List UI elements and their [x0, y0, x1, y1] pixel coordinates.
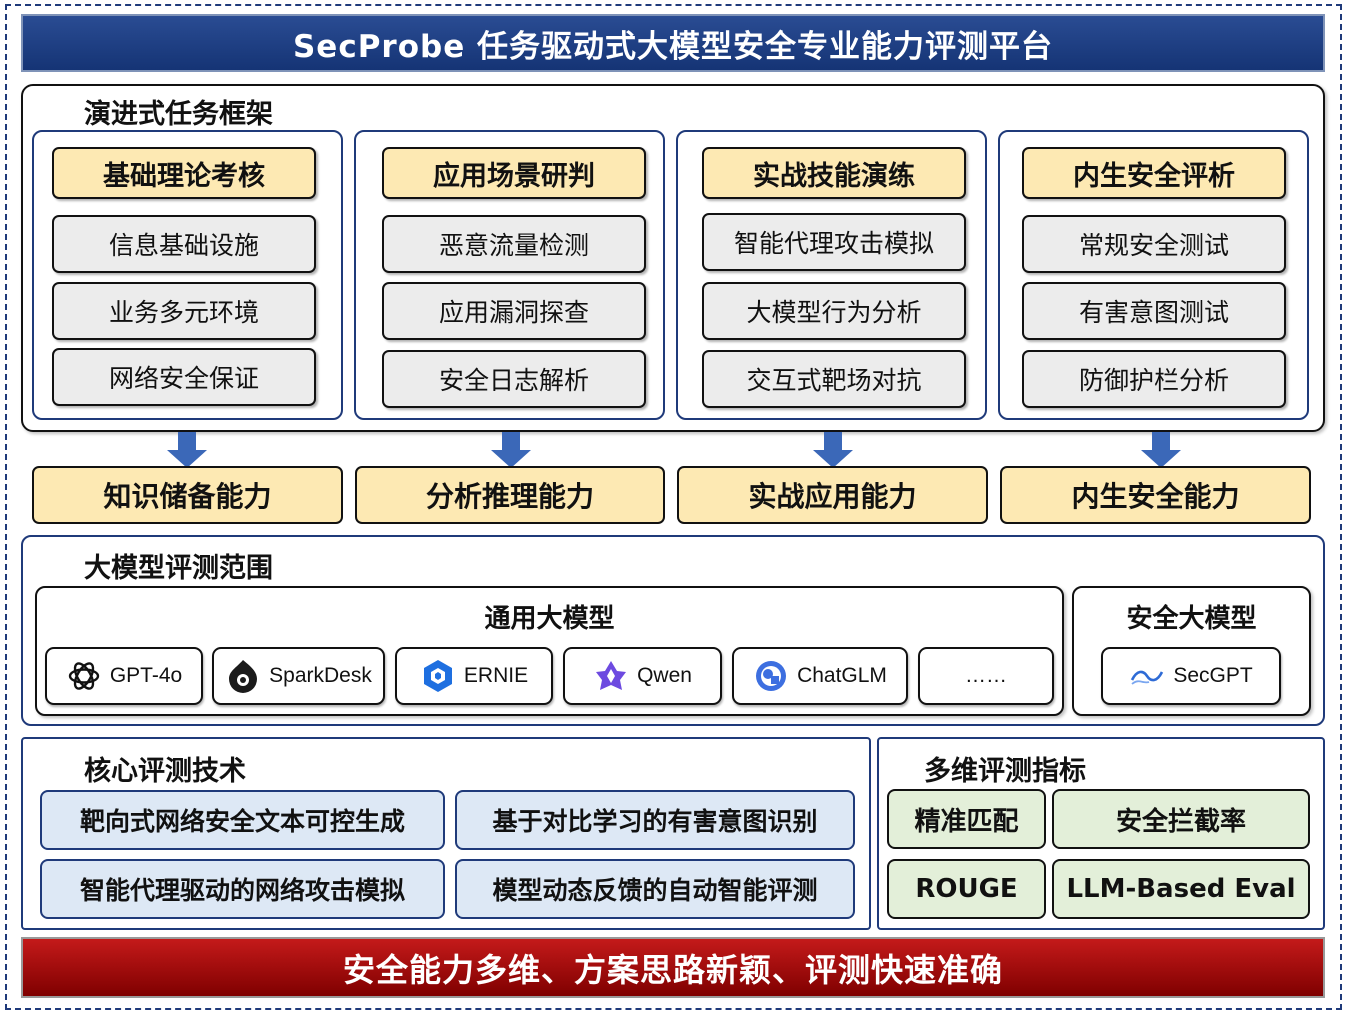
model-more: ……	[918, 647, 1054, 705]
column-item: 大模型行为分析	[702, 282, 966, 340]
down-arrow-icon	[813, 432, 853, 468]
down-arrow-icon	[491, 432, 531, 468]
model-label: GPT-4o	[109, 664, 183, 687]
column-item: 安全日志解析	[382, 350, 646, 408]
column-item: 网络安全保证	[52, 348, 316, 406]
capability-analysis: 分析推理能力	[355, 466, 665, 524]
model-label: SparkDesk	[269, 664, 372, 687]
sparkdesk-icon	[229, 660, 258, 693]
down-arrow-icon	[167, 432, 207, 468]
column-item: 常规安全测试	[1022, 215, 1286, 273]
core-tech-item: 智能代理驱动的网络攻击模拟	[40, 859, 445, 919]
core-tech-item: 靶向式网络安全文本可控生成	[40, 790, 445, 850]
column-head-scenario-analysis: 应用场景研判	[382, 147, 646, 199]
model-label: ChatGLM	[797, 664, 887, 687]
column-item: 有害意图测试	[1022, 282, 1286, 340]
security-models-title: 安全大模型	[1126, 604, 1257, 634]
metric-interception-rate: 安全拦截率	[1052, 789, 1310, 849]
metric-rouge: ROUGE	[887, 859, 1046, 919]
column-item: 交互式靶场对抗	[702, 350, 966, 408]
qwen-icon	[596, 661, 627, 690]
ernie-icon	[423, 660, 452, 692]
column-item: 业务多元环境	[52, 282, 316, 340]
model-qwen: Qwen	[563, 647, 722, 705]
core-tech-item: 基于对比学习的有害意图识别	[455, 790, 855, 850]
column-item: 应用漏洞探查	[382, 282, 646, 340]
general-models-title: 通用大模型	[484, 604, 615, 634]
capability-knowledge: 知识储备能力	[32, 466, 343, 524]
model-label: ……	[965, 664, 1007, 687]
model-sparkdesk: SparkDesk	[212, 647, 385, 705]
scope-title: 大模型评测范围	[84, 553, 273, 584]
metrics-title: 多维评测指标	[924, 756, 1086, 787]
framework-title: 演进式任务框架	[84, 99, 273, 130]
page-title: SecProbe 任务驱动式大模型安全专业能力评测平台	[21, 14, 1325, 72]
footer-slogan: 安全能力多维、方案思路新颖、评测快速准确	[21, 937, 1325, 998]
core-tech-item: 模型动态反馈的自动智能评测	[455, 859, 855, 919]
model-gpt-4o: GPT-4o	[45, 647, 203, 705]
core-tech-title: 核心评测技术	[84, 756, 246, 787]
model-label: Qwen	[637, 664, 692, 687]
column-item: 智能代理攻击模拟	[702, 213, 966, 271]
openai-icon	[68, 662, 100, 690]
column-item: 信息基础设施	[52, 215, 316, 273]
chatglm-icon	[756, 661, 787, 691]
column-item: 防御护栏分析	[1022, 350, 1286, 408]
column-head-intrinsic-security: 内生安全评析	[1022, 147, 1286, 199]
column-head-basic-theory: 基础理论考核	[52, 147, 316, 199]
column-head-combat-drill: 实战技能演练	[702, 147, 966, 199]
capability-combat: 实战应用能力	[677, 466, 988, 524]
model-ernie: ERNIE	[395, 647, 553, 705]
column-item: 恶意流量检测	[382, 215, 646, 273]
metric-llm-based-eval: LLM-Based Eval	[1052, 859, 1310, 919]
capability-intrinsic: 内生安全能力	[1000, 466, 1311, 524]
model-chatglm: ChatGLM	[732, 647, 908, 705]
model-secgpt: SecGPT	[1101, 647, 1281, 705]
down-arrow-icon	[1141, 432, 1181, 468]
model-label: ERNIE	[463, 664, 529, 687]
metric-exact-match: 精准匹配	[887, 789, 1046, 849]
outer-dashed-frame	[5, 4, 1342, 1010]
secgpt-icon	[1131, 670, 1164, 685]
model-label: SecGPT	[1173, 664, 1253, 687]
